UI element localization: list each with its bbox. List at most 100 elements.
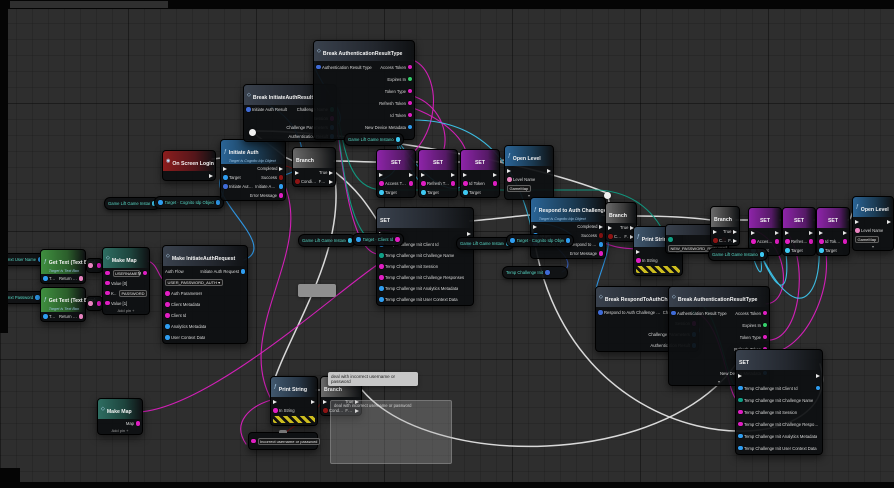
pin-output-pin[interactable] <box>816 374 820 378</box>
str-pin-icon[interactable] <box>421 181 426 186</box>
str-pin-icon[interactable] <box>598 251 603 256</box>
exec-pin-icon[interactable] <box>816 374 820 378</box>
pin-input-pin[interactable]: GameMap <box>507 185 531 192</box>
initiate-auth-request-input-pin[interactable]: Initiate Auth Request <box>223 184 253 189</box>
enum-pin-icon[interactable] <box>668 237 673 242</box>
output-pin-icon[interactable] <box>565 238 570 243</box>
str-pin-icon[interactable] <box>379 275 384 280</box>
comment-2[interactable]: deal with incorrect username or password <box>330 400 452 464</box>
node-footer[interactable]: ▾ <box>527 193 530 198</box>
error-message-output-pin[interactable]: Error Message <box>250 193 283 198</box>
authentication-result-type-input-pin[interactable]: Authentication Result Type <box>316 65 372 70</box>
temp-challenge-init-challenge-responses-input-pin[interactable]: Temp Challenge Init Challenge Responses <box>379 275 464 280</box>
str-pin-icon[interactable] <box>463 181 468 186</box>
branch-2[interactable]: BranchTrueConditionFalse <box>605 202 637 242</box>
str-pin-icon[interactable] <box>407 100 412 106</box>
wire-str-22[interactable] <box>260 183 292 400</box>
id-token-input-pin[interactable]: Id Token <box>819 239 841 244</box>
exec-pin-icon[interactable] <box>547 168 551 173</box>
pin-output-pin[interactable] <box>809 230 813 235</box>
exec-pin-icon[interactable] <box>636 249 640 254</box>
wire-exec-17[interactable] <box>361 363 737 448</box>
auth-flow-input-pin[interactable]: Auth Flow <box>165 269 184 274</box>
pin-input-pin[interactable] <box>751 230 755 235</box>
obj-pin-icon[interactable] <box>240 269 245 274</box>
temp-challenge-init-session-input-pin[interactable]: Temp Challenge Init Session <box>379 264 438 269</box>
to-string-conversion-node[interactable] <box>86 258 103 273</box>
temp-challenge-init-user-context-data-input-pin[interactable]: Temp Challenge Init User Context Data <box>738 446 817 451</box>
pin-input-pin[interactable] <box>819 230 823 235</box>
exec-pin-icon[interactable] <box>323 399 327 404</box>
client-id-input-pin[interactable]: Client Id <box>165 313 186 318</box>
branch-1[interactable]: BranchTrueConditionFalse <box>292 147 336 187</box>
output-pin-icon[interactable] <box>395 237 400 242</box>
access-token-output-pin[interactable]: Access Token <box>735 311 767 316</box>
initiate-auth-result-output-pin[interactable]: Initiate Auth Result <box>255 184 283 189</box>
authentication-result-type-input-pin[interactable]: Authentication Result Type <box>671 311 727 316</box>
str-pin-icon[interactable] <box>408 181 413 186</box>
pin-output-pin[interactable] <box>887 219 891 224</box>
str-pin-icon[interactable] <box>450 181 455 186</box>
exec-pin-icon[interactable] <box>379 172 383 177</box>
pin-input-pin[interactable] <box>608 225 612 230</box>
exec-pin-icon[interactable] <box>785 230 789 235</box>
bool-pin-icon[interactable] <box>295 179 300 184</box>
pin-input-pin[interactable] <box>295 170 299 175</box>
str-pin-icon[interactable] <box>165 313 170 318</box>
id-token-input-pin[interactable]: Id Token <box>463 181 485 186</box>
bool-pin-icon[interactable] <box>323 408 328 413</box>
respond-to-auth-challenge-result-output-pin[interactable]: Respond to Auth Challenge Result <box>570 242 603 247</box>
branch-2-header[interactable]: Branch <box>606 203 636 223</box>
str-pin-icon[interactable] <box>379 181 384 186</box>
str-pin-icon[interactable] <box>165 291 170 296</box>
obj-pin-icon[interactable] <box>165 324 170 329</box>
get-gamelift-game-instance-1[interactable]: Game Lift Game Instance <box>104 197 160 210</box>
bool-pin-icon[interactable] <box>278 175 283 180</box>
to-string-conversion-node[interactable] <box>86 296 103 311</box>
analytics-metadata-input-pin[interactable]: Analytics Metadata <box>165 324 206 329</box>
access-token-input-pin[interactable]: Access Token <box>379 181 407 186</box>
str-pin-icon[interactable] <box>762 334 767 340</box>
text-pin-icon[interactable] <box>855 228 860 233</box>
text-field[interactable]: GameMap <box>507 185 531 192</box>
exec-pin-icon[interactable] <box>507 168 511 173</box>
node-footer[interactable]: Add pin + <box>111 428 129 433</box>
exec-pin-icon[interactable] <box>355 399 359 404</box>
return-value-output-pin[interactable]: Return Value <box>59 314 83 319</box>
temp-challenge-init-challenge-name-input-pin[interactable]: Temp Challenge Init Challenge Name <box>379 253 454 258</box>
wire-str-26[interactable] <box>139 264 378 413</box>
struct-pin-icon[interactable] <box>223 184 228 189</box>
string-pin-icon[interactable] <box>251 438 256 444</box>
collapsed-node[interactable] <box>298 284 336 297</box>
str-pin-icon[interactable] <box>379 264 384 269</box>
literal-text-field[interactable]: Incorrect username or password <box>257 437 320 445</box>
pin-output-pin[interactable] <box>450 181 455 186</box>
expires-in-output-pin[interactable]: Expires In <box>387 77 412 82</box>
temp-challenge-init-analytics-metadata-input-pin[interactable]: Temp Challenge Init Analytics Metadata <box>738 434 817 439</box>
wire-exec-10[interactable] <box>635 215 712 221</box>
str-pin-icon[interactable] <box>762 310 767 316</box>
pin-input-pin[interactable] <box>636 249 640 254</box>
set-refresh-token-2-header[interactable]: SET <box>783 208 815 228</box>
pin-output-pin[interactable] <box>209 173 213 178</box>
map-output-pin[interactable]: Map <box>126 421 140 426</box>
key-1--input-pin[interactable]: Key [1]PASSWORD <box>105 289 147 297</box>
reroute-2-reroute-node[interactable] <box>604 192 611 199</box>
exec-pin-icon[interactable] <box>421 172 425 177</box>
value-0--input-pin[interactable]: Value [0] <box>105 281 127 286</box>
pin-output-pin[interactable] <box>775 230 779 235</box>
output-pin-icon[interactable] <box>545 270 550 275</box>
pin-input-pin[interactable] <box>323 399 327 404</box>
return-value-output-pin[interactable]: Return Value <box>59 276 83 281</box>
pin-input-pin[interactable] <box>273 399 277 404</box>
node-footer[interactable]: Add pin + <box>117 308 135 313</box>
str-pin-icon[interactable] <box>808 239 813 244</box>
get-cognito-idp-object-1[interactable]: Target · Cognito Idp Object <box>154 196 224 209</box>
temp-challenge-init-challenge-name-input-pin[interactable]: Temp Challenge Init Challenge Name <box>738 398 813 403</box>
pin-output-pin[interactable] <box>815 385 820 391</box>
